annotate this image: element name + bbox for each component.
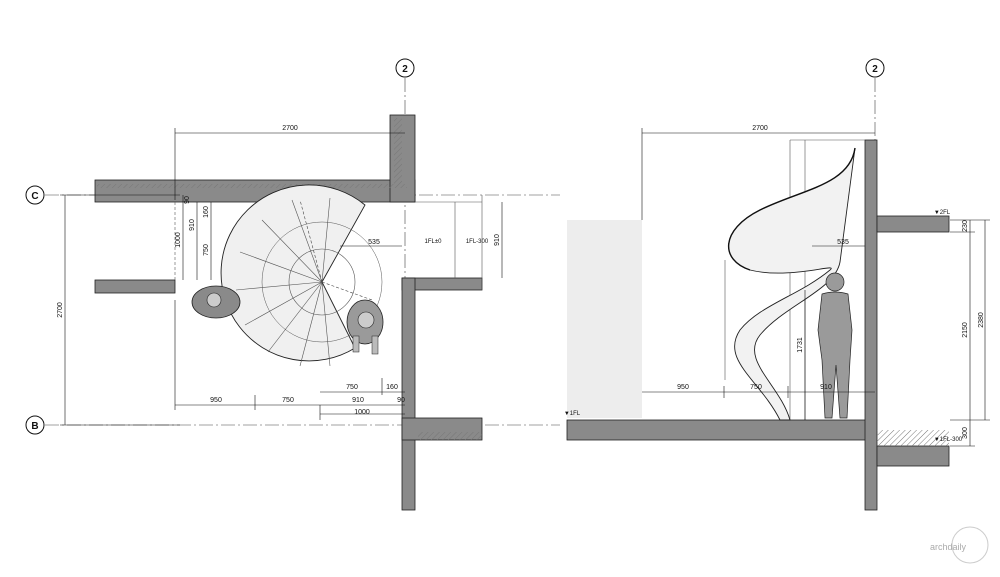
plan-dim-535: 535 — [368, 239, 380, 246]
plan-dim-160: 160 — [203, 206, 210, 218]
section-dim-2700: 2700 — [752, 125, 768, 132]
plan-dim-750-mid: 750 — [346, 384, 358, 391]
plan-dim-2700-height: 2700 — [57, 302, 64, 318]
plan-dim-90: 90 — [184, 196, 191, 204]
plan-dim-910: 910 — [189, 219, 196, 231]
watermark-text: archdaily — [930, 542, 967, 552]
plan-dim-right-910: 910 — [494, 234, 501, 246]
plan-view: C B 2 — [25, 58, 560, 511]
section-dim-230: 230 — [962, 220, 969, 232]
section-level-2fl: ▼2FL — [934, 210, 951, 216]
grid-label-b: B — [31, 421, 38, 432]
human-figure — [817, 272, 853, 419]
plan-level-lines — [174, 195, 483, 290]
person-top-view-right — [346, 299, 384, 355]
plan-dim-2700-width: 2700 — [282, 125, 298, 132]
grid-label-c: C — [31, 191, 38, 202]
section-level-1fl300: ▼1FL-300 — [934, 437, 963, 443]
section-adjacent-wall — [567, 220, 642, 418]
plan-dim-750: 750 — [203, 244, 210, 256]
spiral-stair-plan — [220, 184, 383, 367]
section-dim-2380: 2380 — [978, 312, 985, 328]
plan-level-1fl300: 1FL-300 — [466, 239, 489, 245]
person-top-view-left — [191, 285, 241, 319]
grid-label-2-plan: 2 — [402, 64, 408, 75]
grid-line-c: C — [25, 185, 560, 205]
plan-dim-910-bottom: 910 — [352, 397, 364, 404]
spiral-stair-section — [727, 147, 856, 421]
watermark-logo: archdaily — [930, 526, 989, 564]
plan-dim-90-bottom: 90 — [397, 397, 405, 404]
grid-label-2-section: 2 — [872, 64, 878, 75]
plan-dim-160-bottom: 160 — [386, 384, 398, 391]
section-dimension-lines — [641, 128, 990, 447]
plan-dim-1000-bottom: 1000 — [354, 409, 370, 416]
plan-dimension-lines — [60, 128, 503, 426]
section-dim-910: 910 — [820, 384, 832, 391]
section-dim-1731: 1731 — [797, 337, 804, 353]
plan-dim-950: 950 — [210, 397, 222, 404]
section-level-1fl: ▼1FL — [564, 411, 581, 417]
plan-dim-750-bottom: 750 — [282, 397, 294, 404]
section-view: 2 — [564, 58, 990, 511]
plan-level-1fl0: 1FL±0 — [425, 239, 443, 245]
section-dim-535: 535 — [837, 239, 849, 246]
section-structure — [566, 139, 950, 511]
section-dim-2150: 2150 — [962, 322, 969, 338]
plan-dim-1000: 1000 — [175, 232, 182, 248]
section-dim-750: 750 — [750, 384, 762, 391]
section-dim-300: 300 — [962, 427, 969, 439]
section-dim-950: 950 — [677, 384, 689, 391]
